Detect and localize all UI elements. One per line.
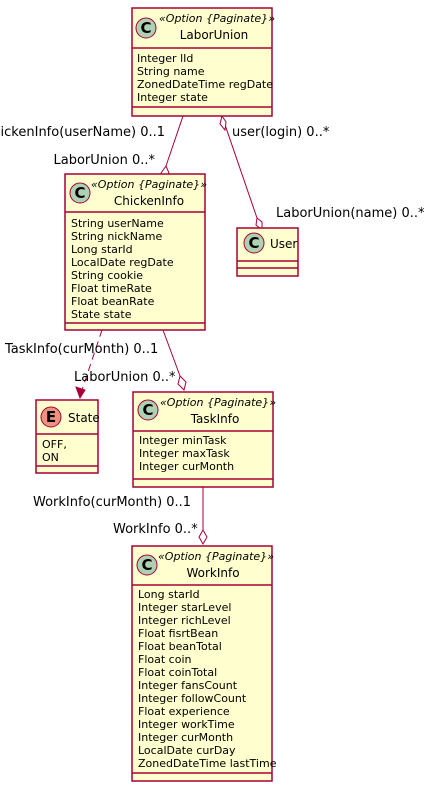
- enum-value: ON: [42, 451, 59, 464]
- class-name: WorkInfo: [186, 566, 239, 580]
- class-chickeninfo[interactable]: C «Option {Paginate}» ChickenInfo String…: [64, 173, 207, 331]
- field: Float timeRate: [71, 282, 152, 295]
- field: ZonedDateTime regDate: [137, 78, 273, 91]
- class-name: LaborUnion: [180, 28, 249, 42]
- field: LocalDate curDay: [138, 744, 236, 757]
- class-taskinfo[interactable]: C «Option {Paginate}» TaskInfo Integer m…: [132, 391, 276, 488]
- field: Integer maxTask: [139, 447, 230, 460]
- class-badge-icon: [243, 232, 265, 254]
- class-stereotype: «Option {Paginate}»: [160, 396, 276, 409]
- edge-label-laborunion-task: LaborUnion 0..*: [74, 370, 176, 385]
- class-stereotype: «Option {Paginate}»: [159, 12, 275, 25]
- class-laborunion[interactable]: C «Option {Paginate}» LaborUnion Integer…: [131, 7, 275, 117]
- field: Float coin: [138, 653, 191, 666]
- class-user[interactable]: C User: [236, 227, 299, 277]
- class-badge-letter: C: [140, 19, 151, 37]
- enum-value: OFF,: [42, 438, 67, 451]
- field: String cookie: [71, 269, 143, 282]
- edge-task-work: [198, 487, 208, 546]
- edge-label-user: user(login) 0..*: [232, 125, 330, 140]
- aggregation-diamond: [177, 375, 187, 391]
- field: Integer lId: [137, 52, 193, 65]
- field: String name: [137, 65, 205, 78]
- field: Long starId: [138, 588, 200, 601]
- field: Long starId: [71, 243, 133, 256]
- field: State state: [71, 308, 132, 321]
- edge-label-workinfo-month: WorkInfo(curMonth) 0..1: [33, 495, 191, 510]
- enum-state[interactable]: E State OFF, ON: [35, 399, 100, 474]
- class-badge-icon: [69, 182, 91, 204]
- field: Float fisrtBean: [138, 627, 218, 640]
- field: String userName: [71, 217, 164, 230]
- field: String nickName: [71, 230, 162, 243]
- class-badge-letter: C: [248, 234, 259, 252]
- class-stereotype: «Option {Paginate}»: [158, 550, 274, 563]
- enum-name: State: [68, 411, 100, 425]
- class-badge-icon: [135, 17, 157, 39]
- field: Float beanTotal: [138, 640, 222, 653]
- field: Float experience: [138, 705, 230, 718]
- class-workinfo[interactable]: C «Option {Paginate}» WorkInfo Long star…: [131, 545, 277, 782]
- enum-badge-icon: [40, 406, 62, 428]
- field: Integer fansCount: [138, 679, 238, 692]
- enum-badge-letter: E: [46, 408, 56, 426]
- class-badge-letter: C: [142, 401, 153, 419]
- edge-label-chickeninfo: chickenInfo(userName) 0..1: [0, 125, 165, 140]
- edge-label-workinfo: WorkInfo 0..*: [113, 522, 198, 537]
- class-stereotype: «Option {Paginate}»: [91, 178, 207, 191]
- class-badge-icon: [136, 554, 158, 576]
- field: Integer curMonth: [139, 460, 234, 473]
- field: Integer minTask: [139, 434, 227, 447]
- class-badge-icon: [137, 399, 159, 421]
- field: Integer state: [137, 91, 208, 104]
- dependency-arrowhead: [75, 386, 86, 400]
- edge-label-taskinfo: TaskInfo(curMonth) 0..1: [4, 342, 158, 357]
- class-badge-letter: C: [74, 184, 85, 202]
- field: Integer followCount: [138, 692, 247, 705]
- class-name: TaskInfo: [190, 412, 240, 426]
- aggregation-diamond: [198, 528, 208, 546]
- field: Integer workTime: [138, 718, 235, 731]
- field: ZonedDateTime lastTime: [138, 757, 277, 770]
- field: Float beanRate: [71, 295, 155, 308]
- class-badge-letter: C: [141, 556, 152, 574]
- class-name: ChickenInfo: [114, 194, 184, 208]
- aggregation-diamond: [219, 114, 227, 132]
- field: Integer richLevel: [138, 614, 231, 627]
- edge-label-laborunion: LaborUnion 0..*: [54, 153, 156, 168]
- edge-union-user: [219, 114, 263, 232]
- edge-chicken-task: [162, 329, 187, 391]
- field: Integer starLevel: [138, 601, 231, 614]
- field: Float coinTotal: [138, 666, 217, 679]
- edge-label-laborunion-name: LaborUnion(name) 0..*: [276, 206, 425, 221]
- field: Integer curMonth: [138, 731, 233, 744]
- class-name: User: [270, 237, 297, 251]
- field: LocalDate regDate: [71, 256, 174, 269]
- edge-chicken-state: [75, 329, 103, 400]
